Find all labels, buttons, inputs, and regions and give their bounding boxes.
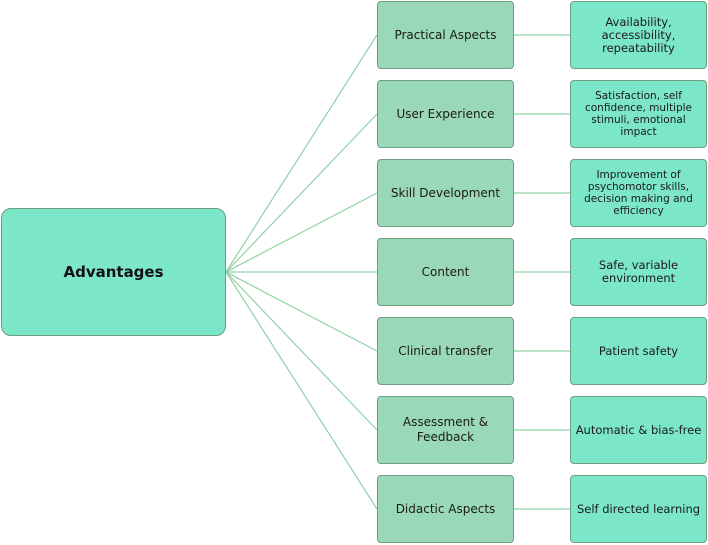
- category-node-didactic-aspects: Didactic Aspects: [377, 475, 514, 543]
- category-label: Content: [421, 264, 470, 279]
- detail-node-didactic-aspects: Self directed learning: [570, 475, 707, 543]
- detail-label: Safe, variable environment: [598, 258, 679, 285]
- connector-root-practical-aspects: [225, 34, 378, 273]
- detail-label: Patient safety: [598, 343, 679, 358]
- connector-root-clinical-transfer: [225, 271, 378, 352]
- detail-label: Availability, accessibility, repeatabili…: [601, 14, 676, 55]
- detail-node-user-experience: Satisfaction, self confidence, multiple …: [570, 80, 707, 148]
- category-label: User Experience: [396, 106, 495, 121]
- category-node-assessment-feedback: Assessment & Feedback: [377, 396, 514, 464]
- detail-node-practical-aspects: Availability, accessibility, repeatabili…: [570, 1, 707, 69]
- category-label: Clinical transfer: [398, 343, 493, 358]
- root-label: Advantages: [63, 263, 164, 281]
- root-node-advantages: Advantages: [1, 208, 226, 336]
- detail-node-clinical-transfer: Patient safety: [570, 317, 707, 385]
- category-label: Didactic Aspects: [395, 501, 496, 516]
- category-node-content: Content: [377, 238, 514, 306]
- detail-label: Satisfaction, self confidence, multiple …: [584, 90, 693, 138]
- category-node-practical-aspects: Practical Aspects: [377, 1, 514, 69]
- detail-node-assessment-feedback: Automatic & bias-free: [570, 396, 707, 464]
- detail-label: Improvement of psychomotor skills, decis…: [584, 169, 693, 217]
- category-node-skill-development: Skill Development: [377, 159, 514, 227]
- category-node-clinical-transfer: Clinical transfer: [377, 317, 514, 385]
- connector-root-skill-development: [225, 192, 378, 273]
- connector-root-user-experience: [225, 113, 378, 273]
- detail-label: Automatic & bias-free: [575, 422, 702, 437]
- category-label: Skill Development: [390, 185, 501, 200]
- connector-root-assessment-feedback: [225, 271, 378, 431]
- category-node-user-experience: User Experience: [377, 80, 514, 148]
- connector-root-didactic-aspects: [225, 271, 378, 510]
- detail-node-content: Safe, variable environment: [570, 238, 707, 306]
- detail-node-skill-development: Improvement of psychomotor skills, decis…: [570, 159, 707, 227]
- detail-label: Self directed learning: [576, 501, 701, 516]
- category-label: Practical Aspects: [394, 27, 497, 42]
- category-label: Assessment & Feedback: [402, 415, 489, 444]
